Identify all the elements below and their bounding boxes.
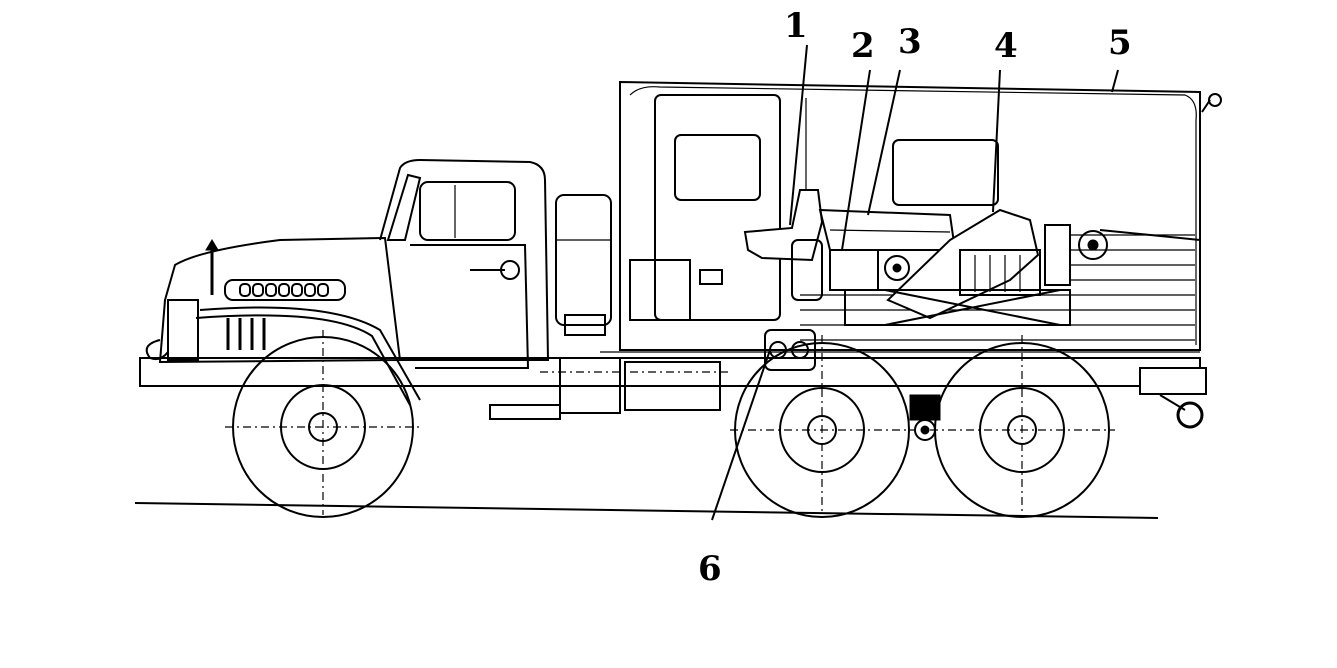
callout-3: 3 [898, 22, 922, 62]
truck-hood [145, 236, 421, 406]
rear-wheel [930, 335, 1115, 518]
truck-cab [379, 158, 550, 369]
callout-1: 1 [784, 6, 808, 46]
rear-suspension [909, 394, 941, 441]
underbody-parts [489, 329, 816, 420]
callout-5: 5 [1108, 23, 1132, 63]
ground-line [134, 502, 1159, 519]
air-cylinder [555, 194, 612, 336]
callout-4: 4 [994, 26, 1018, 66]
chassis-frame [139, 351, 1207, 429]
middle-wheel [730, 335, 915, 518]
winch [886, 208, 1201, 320]
callout-6: 6 [698, 549, 722, 589]
gearbox [829, 249, 910, 291]
front-wheel [225, 330, 420, 518]
power-take-off [743, 189, 824, 301]
drive-shaft [818, 208, 957, 251]
equipment-frame [844, 289, 1071, 326]
callout-2: 2 [851, 26, 875, 66]
leader-lines [711, 44, 1119, 521]
